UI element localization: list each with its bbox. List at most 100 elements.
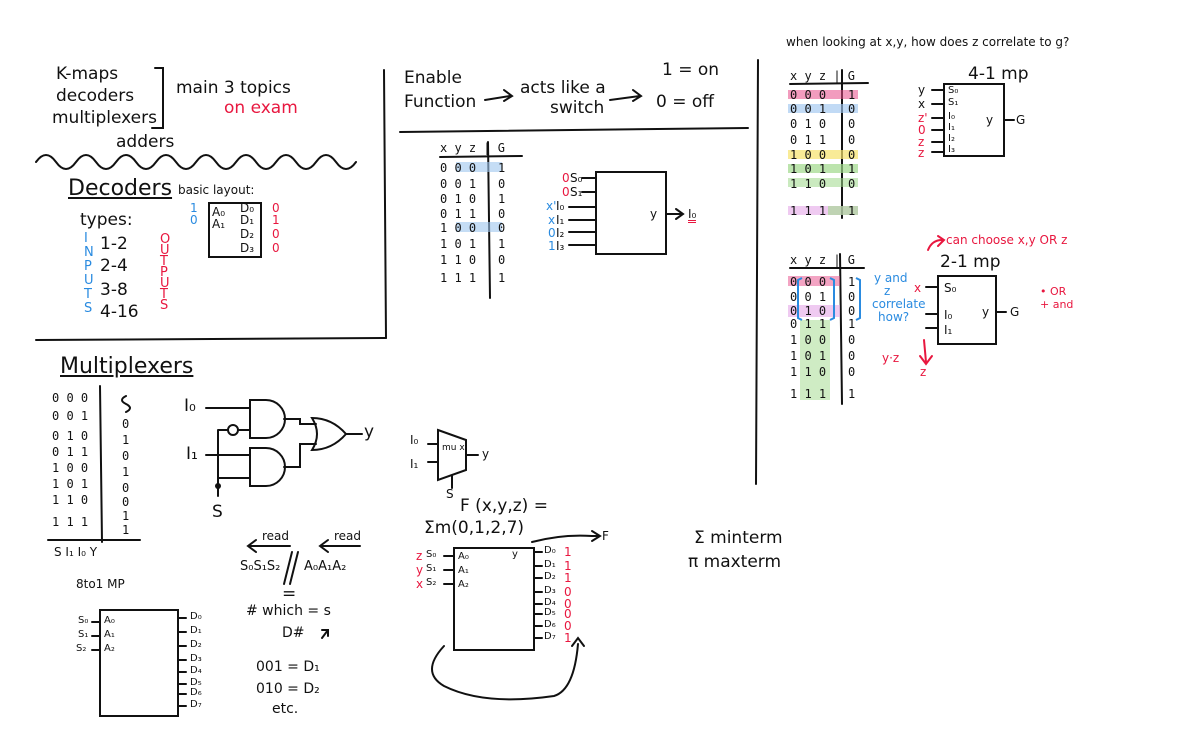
small-mux-input-1: I₁ [410, 457, 419, 471]
enable-row-0: 0 0 0 [440, 161, 477, 175]
enable-mux-output: y [650, 207, 658, 221]
decoder-output-2: D₂ [240, 227, 255, 241]
mux-y-6: 1 [122, 509, 130, 523]
func-sel-var-1: y [416, 563, 424, 577]
corr-g-4: 0 [848, 148, 856, 162]
decoder-input-value-1: 0 [190, 213, 198, 227]
func-title-1: F (x,y,z) = [460, 496, 548, 516]
func-val-7: 1 [564, 631, 572, 645]
func-sel-0: S₀ [426, 549, 437, 560]
corr-mux-s0: S₀ [948, 85, 959, 96]
corr-row-0: 0 0 0 [790, 88, 827, 102]
small-mux-output: y [482, 447, 490, 461]
enable-row-1: 0 0 1 [440, 177, 477, 191]
enable-row-7: 1 1 1 [440, 271, 477, 285]
func-out-2: D₂ [544, 571, 556, 582]
topic-kmaps: K-maps [56, 64, 119, 84]
decoder-type-3: 3-8 [100, 280, 128, 300]
mux-y-1: 1 [122, 433, 130, 447]
divider-squiggle [35, 154, 357, 170]
corr-g-0: 1 [848, 88, 856, 102]
read-etc: etc. [272, 701, 299, 717]
eight-one-sel-2: S₂ [76, 643, 87, 654]
read-d-hash: D# [282, 625, 305, 641]
divider-center-vertical [755, 59, 759, 485]
corr-g-2: 0 [848, 117, 856, 131]
eight-one-sel-0: S₀ [78, 615, 89, 626]
multiplexers-title: Multiplexers [60, 354, 194, 379]
two-one-row-2: 0 1 0 [790, 304, 827, 318]
enable-row-6: 1 1 0 [440, 253, 477, 267]
two-one-or-note: • OR [1040, 285, 1067, 298]
two-one-select-var: x [914, 281, 922, 295]
topics-note: on exam [224, 98, 298, 118]
two-one-row-3: 0 1 1 [790, 317, 827, 331]
two-one-mux-title: 2-1 mp [940, 252, 1001, 272]
corr-row-6: 1 1 0 [790, 177, 827, 191]
decoder-layout-label: basic layout: [178, 183, 255, 197]
enable-mux-s0-value: 0 [562, 171, 570, 185]
decoder-input-value-0: 1 [190, 201, 198, 215]
mux-gate-diagram [205, 399, 363, 497]
pi-maxterm: π maxterm [688, 552, 782, 572]
mux-row-5: 1 0 1 [52, 477, 89, 491]
mux-table-footer: S I₁ I₀ Y [54, 545, 98, 559]
two-one-mux-s0: S₀ [944, 281, 957, 295]
mux-table-vline [99, 385, 103, 543]
two-one-and-note: + and [1040, 298, 1074, 311]
decoder-output-value-2: 0 [272, 227, 280, 241]
decoder-types-label: types: [80, 210, 133, 230]
correlate-question: when looking at x,y, how does z correlat… [786, 35, 1070, 49]
two-one-row-1: 0 0 1 [790, 290, 827, 304]
mux-row-0: 0 0 0 [52, 391, 89, 405]
two-one-mux-i1: I₁ [944, 323, 953, 337]
func-sel-2: S₂ [426, 577, 437, 588]
enable-table-header: x y z | G [440, 141, 506, 155]
mux-row-4: 1 0 0 [52, 461, 89, 475]
decoder-output-value-0: 0 [272, 201, 280, 215]
decoders-title: Decoders [68, 176, 173, 201]
func-out-5: D₅ [544, 607, 556, 618]
eight-one-out-7: D₇ [190, 699, 202, 710]
enable-g-7: 1 [498, 271, 506, 285]
func-in-2: A₂ [458, 579, 469, 590]
enable-row-4: 1 0 0 [440, 221, 477, 235]
func-val-5: 0 [564, 607, 572, 621]
eight-one-box [99, 609, 179, 717]
corr-row-5: 1 0 1 [790, 162, 827, 176]
two-one-mux-output: y [982, 305, 990, 319]
arrow-acts [484, 89, 514, 102]
corr-g-3: 0 [848, 133, 856, 147]
read-annotation-lines [246, 539, 361, 639]
mux-row-2: 0 1 0 [52, 429, 89, 443]
enable-g-3: 0 [498, 207, 506, 221]
read-ex1: 001 = D₁ [256, 659, 320, 675]
func-val-3: 0 [564, 585, 572, 599]
decoder-outputs-word: OUTPUTS [160, 232, 171, 313]
read-eq-left: S₀S₁S₂ [240, 559, 281, 574]
func-out-7: D₇ [544, 631, 556, 642]
enable-off: 0 = off [656, 92, 714, 112]
func-sel-var-0: z [416, 549, 423, 563]
enable-g-0: 1 [498, 161, 506, 175]
corr-mux-i3: I₃ [948, 144, 955, 155]
corr-mux-sel-var-1: x [918, 97, 926, 111]
func-out-1: D₁ [544, 559, 556, 570]
read-left: read [262, 529, 290, 543]
corr-mux-i2: I₂ [948, 133, 955, 144]
corr-mux-g: G [1016, 113, 1026, 127]
gate-output: y [364, 422, 375, 442]
two-one-note-1: y and [874, 271, 908, 285]
enable-row-5: 1 0 1 [440, 237, 477, 251]
func-val-1: 1 [564, 559, 572, 573]
enable-g-1: 0 [498, 177, 506, 191]
two-one-note-2: z [884, 284, 891, 298]
enable-mux-i1: I₁ [556, 213, 565, 227]
gate-input-1: I₁ [186, 444, 198, 464]
mux-y-5: 0 [122, 495, 130, 509]
enable-row-2: 0 1 0 [440, 192, 477, 206]
two-one-highlights [788, 276, 861, 400]
small-mux-input-0: I₀ [410, 433, 419, 447]
func-out-0: D₀ [544, 545, 556, 556]
